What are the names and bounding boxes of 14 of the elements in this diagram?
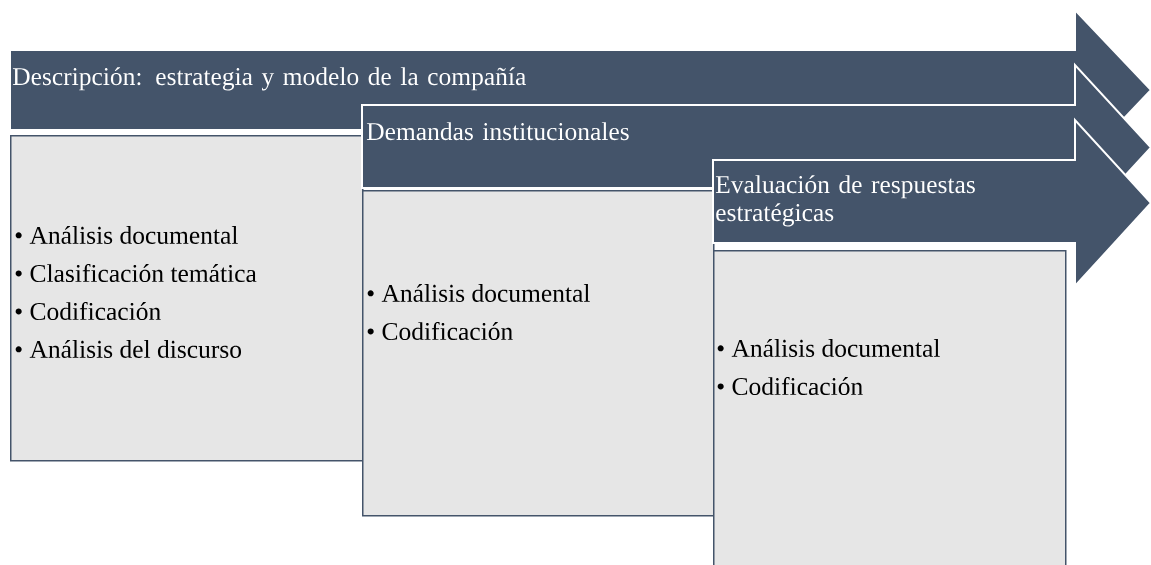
text-box: [713, 250, 1067, 565]
bullet-item: • Análisis del discurso: [15, 340, 241, 358]
node-label: Demandas institucionales: [366, 122, 629, 141]
bullet-item: • Análisis documental: [15, 226, 238, 244]
bullet-item: • Clasificación temática: [15, 263, 257, 283]
node-label: Evaluación de respuestas estratégicas: [715, 175, 975, 227]
bullet-item: • Codificación: [15, 301, 161, 321]
bullet-item: • Codificación: [717, 376, 863, 396]
bullet-item: • Análisis documental: [367, 284, 590, 302]
text-box: [362, 190, 715, 517]
arrow-band: Evaluación de respuestas estratégicas: [712, 117, 1151, 289]
text-box: [10, 135, 364, 462]
bullet-item: • Codificación: [367, 321, 513, 341]
bullet-item: • Análisis documental: [717, 339, 940, 357]
